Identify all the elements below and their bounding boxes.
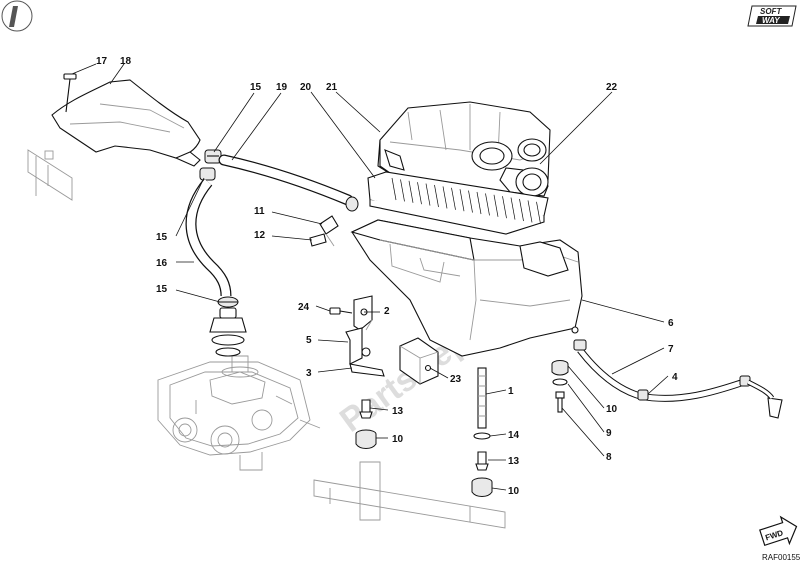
filter-fin — [493, 194, 499, 217]
mounting-bracket-3-5 — [345, 319, 385, 377]
callout-1: 1 — [508, 386, 514, 397]
screw-8 — [555, 391, 565, 413]
breather-hose-16 — [185, 178, 232, 297]
rubber-mount-10-lower — [551, 360, 569, 376]
callout-17: 17 — [96, 56, 108, 67]
stud-1 — [477, 367, 487, 429]
filter-fin — [417, 182, 422, 205]
filter-fin — [519, 198, 524, 222]
washer-14 — [473, 432, 491, 440]
callout-10: 10 — [606, 404, 618, 415]
forward-arrow-icon: FWD — [759, 515, 798, 547]
fastener-stack-left — [355, 399, 377, 449]
callout-9: 9 — [606, 428, 612, 439]
filter-fin — [391, 177, 397, 201]
reference-code: RAF00155 — [762, 553, 800, 562]
callout-24: 24 — [298, 302, 310, 313]
hose-clamp-15-lower — [217, 296, 239, 308]
nut-13-right — [475, 451, 489, 471]
callout-6: 6 — [668, 318, 674, 329]
callout-11: 11 — [254, 206, 265, 217]
callout-3: 3 — [306, 368, 312, 379]
air-filter-20 — [367, 171, 549, 235]
washer-9 — [552, 378, 568, 386]
filter-fin — [425, 183, 431, 206]
drain-plug — [739, 375, 783, 419]
softway-logo: SOFT WAY — [747, 5, 797, 27]
callout-15: 15 — [156, 232, 168, 243]
drain-hose-7 — [573, 339, 746, 402]
callout-14: 14 — [508, 430, 520, 441]
callout-13: 13 — [508, 456, 520, 467]
filter-fin — [476, 191, 482, 215]
clamp-4 — [637, 389, 649, 401]
filter-fin — [527, 200, 533, 223]
callout-2: 2 — [384, 306, 390, 317]
callout-19: 19 — [276, 82, 288, 93]
filter-fin — [434, 184, 439, 208]
callout-12: 12 — [254, 230, 266, 241]
filter-fin — [510, 197, 516, 220]
hose-clamp-15-middle — [199, 167, 216, 181]
filter-fin — [502, 196, 507, 219]
callout-15: 15 — [156, 284, 168, 295]
mount-bracket-outline — [27, 149, 73, 201]
filter-fin — [536, 201, 541, 224]
callout-16: 16 — [156, 258, 168, 269]
callout-22: 22 — [606, 82, 618, 93]
airbox-housing-6 — [350, 219, 583, 357]
filter-fin — [442, 186, 448, 209]
control-unit-23 — [399, 337, 439, 385]
screw-17 — [63, 73, 77, 113]
frame-tube-outline — [313, 461, 506, 529]
filter-fin — [459, 189, 465, 212]
callout-4: 4 — [672, 372, 678, 383]
callout-18: 18 — [120, 56, 132, 67]
rubber-mount-10-right — [471, 477, 493, 497]
callout-21: 21 — [326, 82, 338, 93]
corner-marker-icon — [1, 0, 33, 32]
filter-fin — [451, 187, 456, 210]
svg-text:SOFT: SOFT — [760, 7, 782, 16]
breather-fitting — [209, 307, 247, 357]
callout-5: 5 — [306, 335, 312, 346]
screw-24 — [329, 307, 353, 315]
callout-labels: 17 18 15 19 20 21 22 11 12 15 16 15 24 2… — [96, 56, 678, 497]
svg-text:WAY: WAY — [762, 16, 780, 25]
intake-duct-18 — [51, 79, 201, 167]
intake-trumpets-22 — [471, 138, 549, 197]
clip-11 — [319, 215, 339, 247]
callout-20: 20 — [300, 82, 312, 93]
breather-hose-19 — [218, 154, 359, 212]
filter-fin — [408, 180, 414, 203]
callout-10: 10 — [508, 486, 520, 497]
filter-fin — [400, 179, 405, 202]
filter-fin — [485, 193, 490, 216]
callout-13: 13 — [392, 406, 404, 417]
callout-15: 15 — [250, 82, 262, 93]
hose-clamp-15-upper — [204, 149, 222, 164]
filter-fin — [468, 190, 473, 213]
engine-outline — [157, 355, 321, 471]
callout-7: 7 — [668, 344, 674, 355]
callout-10: 10 — [392, 434, 404, 445]
clip-12 — [309, 233, 327, 247]
callout-23: 23 — [450, 374, 462, 385]
leader-lines — [71, 63, 669, 491]
callout-8: 8 — [606, 452, 612, 463]
